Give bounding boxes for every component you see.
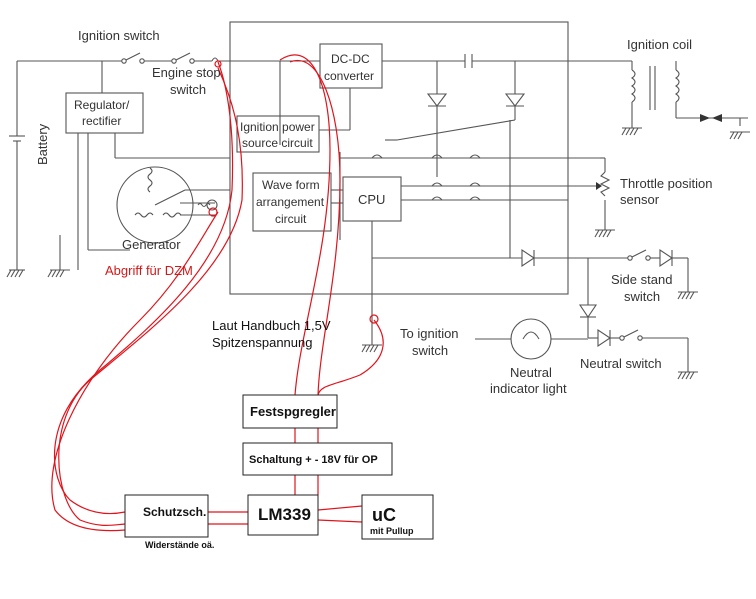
box-label-lm339: LM339 bbox=[258, 505, 311, 524]
ground-symbol bbox=[47, 235, 70, 278]
box-label-widerstaende: Widerstände oä. bbox=[145, 540, 214, 550]
waveform-arrangement-box bbox=[252, 172, 332, 232]
label-throttle-1: Throttle position bbox=[620, 176, 713, 191]
label-generator: Generator bbox=[122, 237, 181, 252]
ecu-ground-symbol bbox=[361, 294, 382, 353]
side-stand-switch-symbol bbox=[627, 248, 698, 300]
generator-symbol bbox=[116, 166, 230, 244]
label-neutral-light-1: Neutral bbox=[510, 365, 552, 380]
label-to-ignition-2: switch bbox=[412, 343, 448, 358]
box-label-schaltung: Schaltung + - 18V für OP bbox=[249, 454, 378, 466]
ignition-power-source-box bbox=[236, 115, 320, 153]
neutral-indicator-light-symbol bbox=[475, 318, 588, 360]
schutzsch-box bbox=[124, 494, 209, 538]
lm339-box bbox=[247, 494, 319, 536]
annotation-abgriff: Abgriff für DZM bbox=[105, 263, 193, 278]
label-neutral-switch: Neutral switch bbox=[580, 356, 662, 371]
label-throttle-2: sensor bbox=[620, 192, 660, 207]
neutral-switch-symbol bbox=[578, 258, 698, 380]
label-dcdc-1: DC-DC bbox=[331, 52, 370, 66]
annotation-handbuch-2: Spitzenspannung bbox=[212, 335, 312, 350]
label-waveform-3: circuit bbox=[275, 212, 307, 226]
uc-box bbox=[361, 494, 434, 540]
label-waveform-1: Wave form bbox=[262, 178, 320, 192]
box-label-schutzsch: Schutzsch. bbox=[143, 505, 206, 519]
label-battery: Battery bbox=[35, 123, 50, 165]
label-dcdc-2: converter bbox=[324, 69, 374, 83]
label-neutral-light-2: indicator light bbox=[490, 381, 567, 396]
label-ign-power-2: source circuit bbox=[242, 136, 313, 150]
label-regulator-1: Regulator/ bbox=[74, 98, 130, 112]
box-label-festspgregler: Festspgregler bbox=[250, 404, 336, 419]
dcdc-converter-box bbox=[319, 43, 383, 89]
regulator-rectifier-box bbox=[65, 92, 144, 134]
label-engine-stop-2: switch bbox=[170, 82, 206, 97]
label-side-stand-2: switch bbox=[624, 289, 660, 304]
label-ignition-coil: Ignition coil bbox=[627, 37, 692, 52]
label-engine-stop-1: Engine stop bbox=[152, 65, 221, 80]
label-to-ignition-1: To ignition bbox=[400, 326, 459, 341]
label-waveform-2: arrangement bbox=[256, 195, 325, 209]
festspgregler-box bbox=[242, 394, 338, 429]
annotation-handbuch-1: Laut Handbuch 1,5V bbox=[212, 318, 331, 333]
ignition-switch-line bbox=[17, 52, 320, 145]
label-ignition-switch: Ignition switch bbox=[78, 28, 160, 43]
ecu-internal-wiring bbox=[319, 54, 628, 294]
battery-symbol bbox=[6, 61, 25, 278]
red-measurement-wires bbox=[51, 54, 384, 532]
label-regulator-2: rectifier bbox=[82, 114, 121, 128]
label-side-stand-1: Side stand bbox=[611, 272, 672, 287]
throttle-sensor-symbol bbox=[568, 157, 615, 238]
box-label-uc-sub: mit Pullup bbox=[370, 526, 414, 536]
box-label-uc: uC bbox=[372, 505, 396, 525]
label-ign-power-1: Ignition power bbox=[240, 120, 315, 134]
label-cpu: CPU bbox=[358, 192, 385, 207]
schaltung-box bbox=[242, 442, 393, 476]
ignition-coil-symbol bbox=[596, 60, 750, 140]
